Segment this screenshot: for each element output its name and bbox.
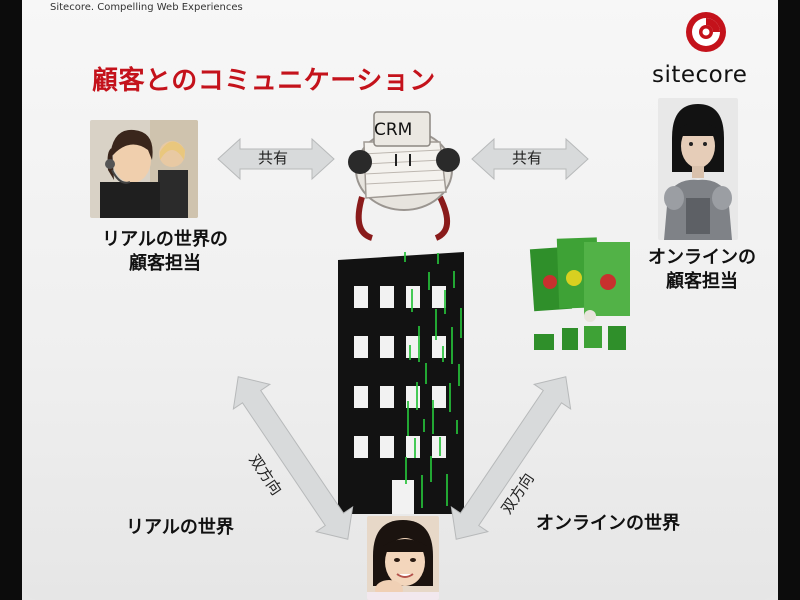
matrix-streak [453, 271, 455, 288]
bidirectional-arrow-left [232, 376, 354, 540]
matrix-streak [435, 309, 437, 340]
matrix-streak [416, 382, 418, 410]
online-agent-label-line1: オンラインの [648, 247, 756, 268]
matrix-streak [428, 272, 430, 290]
online-agent-label: オンラインの 顧客担当 [632, 246, 772, 295]
matrix-streak [430, 456, 432, 482]
share-arrow-right [471, 137, 589, 181]
building-icon [338, 252, 464, 514]
matrix-streak [421, 475, 423, 508]
share-arrow-left [217, 137, 335, 181]
online-world-label: オンラインの世界 [536, 513, 680, 534]
sitecore-logo-icon [686, 12, 726, 52]
online-agent-photo [658, 98, 738, 240]
slide-header: Sitecore. Compelling Web Experiences [50, 2, 243, 13]
matrix-streak [404, 252, 406, 262]
sitecore-logo-text: sitecore [652, 62, 748, 88]
crm-label: CRM [374, 120, 413, 140]
matrix-streak [407, 401, 409, 436]
real-world-label: リアルの世界 [126, 517, 234, 538]
customer-photo [367, 516, 439, 600]
real-agent-label-line2: 顧客担当 [129, 253, 201, 275]
building-window [406, 436, 420, 458]
building-window [354, 386, 368, 408]
matrix-streak [442, 346, 444, 362]
matrix-streak [409, 345, 411, 360]
matrix-streak [444, 290, 446, 314]
matrix-streak [411, 289, 413, 312]
building-window [432, 286, 446, 308]
building-window [432, 386, 446, 408]
building-window [354, 336, 368, 358]
building-window [380, 336, 394, 358]
building-door [392, 480, 414, 514]
crm-rolodex-icon [348, 111, 460, 241]
matrix-streak [425, 363, 427, 384]
matrix-streak [414, 438, 416, 458]
matrix-streak [405, 457, 407, 484]
matrix-streak [418, 326, 420, 362]
building-window [380, 286, 394, 308]
building-window [354, 436, 368, 458]
matrix-streak [451, 327, 453, 364]
matrix-streak [423, 419, 425, 432]
matrix-streak [439, 437, 441, 456]
real-agent-label-line1: リアルの世界の [102, 229, 228, 250]
building-window [380, 436, 394, 458]
matrix-streak [446, 474, 448, 506]
matrix-streak [432, 400, 434, 434]
matrix-streak [458, 364, 460, 386]
slide: Sitecore. Compelling Web Experiences 顧客と… [22, 0, 778, 600]
bidirectional-arrow-right [450, 376, 572, 540]
share-label-right: 共有 [512, 149, 543, 167]
call-center-photo [90, 120, 198, 218]
building-window [380, 386, 394, 408]
matrix-streak [460, 308, 462, 338]
slide-title: 顧客とのコミュニケーション [92, 66, 436, 96]
brochures-icon [529, 237, 630, 350]
online-agent-label-line2: 顧客担当 [666, 271, 738, 293]
building-window [406, 336, 420, 358]
share-label-left: 共有 [258, 149, 289, 167]
matrix-streak [456, 420, 458, 434]
real-agent-label: リアルの世界の 顧客担当 [70, 228, 260, 277]
matrix-streak [449, 383, 451, 412]
building-window [354, 286, 368, 308]
matrix-streak [437, 253, 439, 264]
